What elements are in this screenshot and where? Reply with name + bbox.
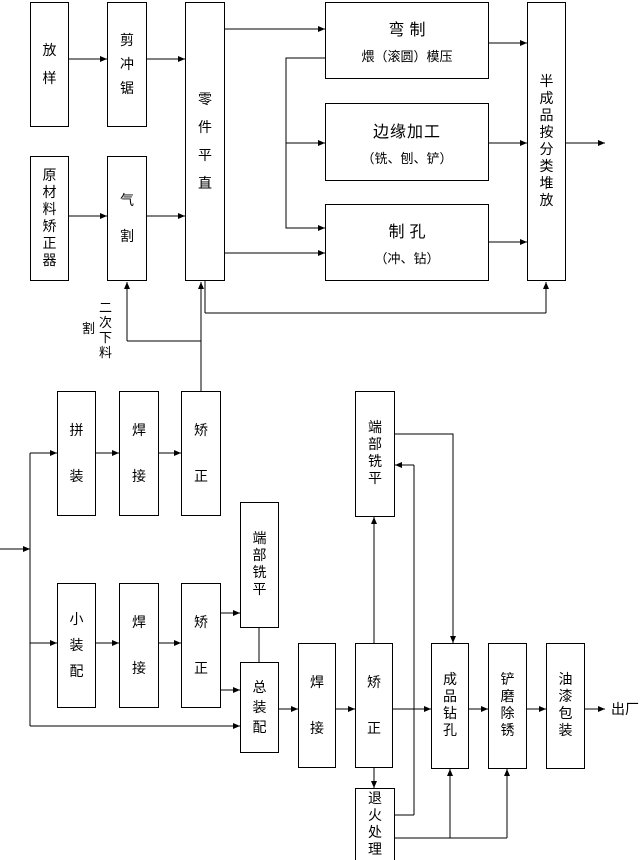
welding-box-1: 焊接 — [119, 391, 159, 516]
straightening-box-2: 矫正 — [181, 583, 221, 708]
annealing-label: 退火处理 — [368, 790, 382, 858]
hole-making-subtitle: （冲、钻） — [374, 252, 440, 267]
secondary-cutting-label: 二次下料 — [99, 301, 113, 361]
final-assembly-label: 总装配 — [252, 679, 267, 736]
annealing-box: 退火处理 — [355, 788, 395, 860]
assembly-box: 拼装 — [57, 391, 96, 516]
end-milling-label-1: 端部铣平 — [252, 531, 267, 598]
small-assembly-label: 小装配 — [69, 611, 84, 680]
straightening-box-1: 矫正 — [181, 391, 221, 516]
semi-finished-storage-label: 半成品按分类堆放 — [539, 73, 554, 209]
welding-label-2: 焊接 — [132, 614, 146, 677]
raw-material-straightener-label: 原材料矫正器 — [42, 167, 57, 269]
straightening-box-3: 矫正 — [355, 643, 393, 768]
final-assembly-box: 总装配 — [240, 662, 279, 753]
grinding-derusting-label: 铲磨除锈 — [500, 672, 515, 739]
semi-finished-storage-box: 半成品按分类堆放 — [527, 2, 566, 281]
painting-packing-label: 油漆包装 — [558, 672, 573, 739]
welding-label-3: 焊接 — [310, 674, 324, 737]
small-assembly-box: 小装配 — [57, 583, 96, 708]
finished-drilling-label: 成品钻孔 — [443, 672, 457, 739]
shear-punch-saw-label: 剪冲锯 — [120, 32, 134, 97]
edge-machining-subtitle: （铣、刨、铲） — [361, 151, 453, 167]
welding-label-1: 焊接 — [132, 422, 146, 485]
bending-title: 弯 制 — [388, 20, 426, 39]
straightening-label-1: 矫正 — [194, 422, 208, 485]
bending-box: 弯 制 煨（滚圆）模压 — [325, 2, 489, 79]
assembly-label: 拼装 — [69, 422, 84, 485]
hole-making-box: 制 孔 （冲、钻） — [325, 204, 489, 281]
shear-punch-saw-box: 剪冲锯 — [107, 2, 147, 127]
painting-packing-box: 油漆包装 — [546, 643, 585, 769]
gas-cutting-label: 气割 — [120, 192, 134, 245]
raw-material-straightener-box: 原材料矫正器 — [30, 156, 69, 281]
welding-box-3: 焊接 — [298, 643, 336, 768]
edge-machining-box: 边缘加工 （铣、刨、铲） — [325, 103, 489, 181]
welding-box-2: 焊接 — [119, 583, 159, 708]
straightening-label-2: 矫正 — [194, 614, 208, 677]
straightening-label-3: 矫正 — [367, 674, 381, 737]
secondary-cutting-label-cut: 割 — [82, 322, 96, 337]
edge-machining-title: 边缘加工 — [372, 121, 441, 141]
exit-factory-label: 出厂 — [611, 702, 639, 718]
finished-drilling-box: 成品钻孔 — [431, 643, 469, 769]
lay-out-label: 放样 — [42, 42, 57, 87]
hole-making-title: 制 孔 — [388, 222, 426, 241]
end-milling-box-2: 端部铣平 — [355, 391, 395, 517]
grinding-derusting-box: 铲磨除锈 — [488, 643, 527, 769]
end-milling-box-1: 端部铣平 — [240, 502, 279, 628]
gas-cutting-box: 气割 — [107, 156, 147, 281]
part-straightening-label: 零件平直 — [198, 91, 212, 192]
bending-subtitle: 煨（滚圆）模压 — [361, 50, 453, 65]
lay-out-box: 放样 — [30, 2, 69, 127]
part-straightening-box: 零件平直 — [185, 2, 225, 281]
end-milling-label-2: 端部铣平 — [368, 420, 382, 487]
